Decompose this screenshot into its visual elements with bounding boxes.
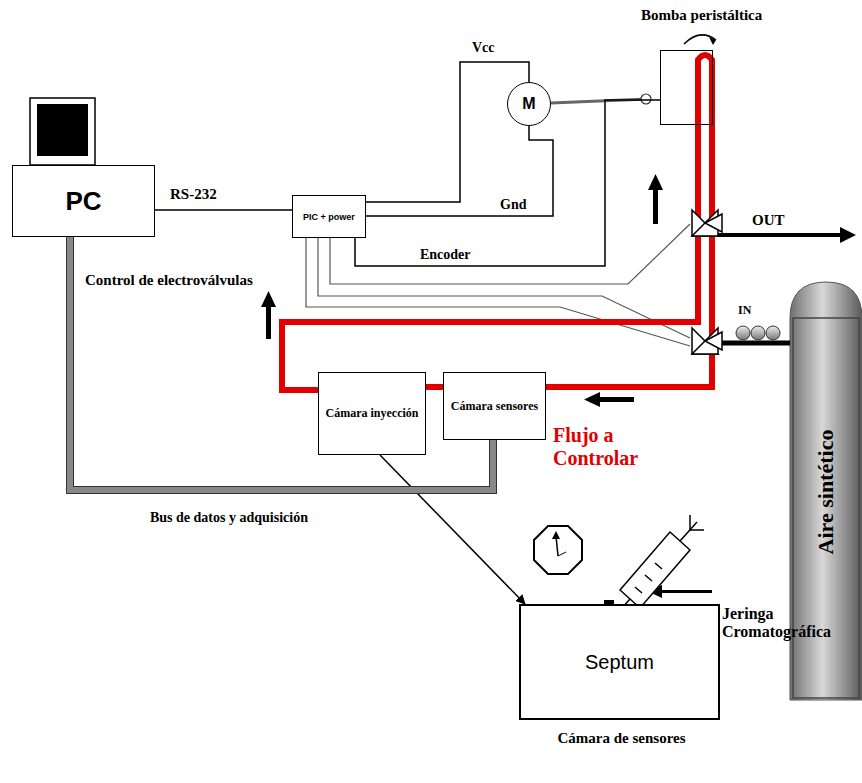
wire xyxy=(366,126,553,216)
node-label: Aire sintético xyxy=(813,430,839,555)
wire-label: Gnd xyxy=(500,197,526,213)
wire xyxy=(155,210,292,211)
valve-in xyxy=(692,328,722,354)
wire xyxy=(366,62,529,202)
controller-box: PIC + power xyxy=(292,195,366,238)
motor-circle: M xyxy=(507,82,551,126)
wire-label: RS-232 xyxy=(170,186,217,203)
out-arrow xyxy=(718,227,856,243)
motor-shaft xyxy=(551,94,651,104)
node-label: M xyxy=(522,95,535,113)
in-line xyxy=(718,326,790,343)
port-label: IN xyxy=(738,303,751,318)
node-label: Cámara sensores xyxy=(447,399,542,414)
node-label: Cámara inyección xyxy=(322,406,423,421)
monitor xyxy=(30,98,95,165)
port-label: OUT xyxy=(752,212,785,229)
flow-tube xyxy=(282,125,698,390)
flow-label: Flujo a Controlar xyxy=(553,424,663,470)
pump-box: Bomba peristáltica xyxy=(660,50,713,125)
chamber-box: Cámara inyección xyxy=(318,372,426,455)
wire xyxy=(380,455,525,604)
chamber-box: Cámara sensores xyxy=(443,372,546,440)
computer-box: PC xyxy=(12,165,155,237)
syringe-label: Jeringa Cromatográfica xyxy=(722,605,857,641)
node-label: Bomba peristáltica xyxy=(641,7,762,24)
flow-tube xyxy=(426,387,443,388)
node-label: PIC + power xyxy=(303,212,355,222)
node-label: Septum xyxy=(585,651,654,674)
wire xyxy=(355,100,660,266)
note-label: Control de electroválvulas xyxy=(85,272,260,289)
rotation-arrow xyxy=(684,35,716,45)
flow-tube xyxy=(546,125,712,387)
pump-tube xyxy=(698,55,712,125)
node-label: PC xyxy=(65,186,101,217)
node-heading: Cámara de sensores xyxy=(557,730,685,747)
wire-label: Encoder xyxy=(420,247,471,263)
sensor-chamber-box: SeptumCámara de sensores xyxy=(519,604,720,720)
valve-control-wires xyxy=(306,224,690,346)
pressure-gauge xyxy=(534,526,582,574)
valve-out xyxy=(692,210,722,236)
wire-label: Vcc xyxy=(472,40,495,56)
wire-label: Bus de datos y adquisición xyxy=(150,510,308,526)
